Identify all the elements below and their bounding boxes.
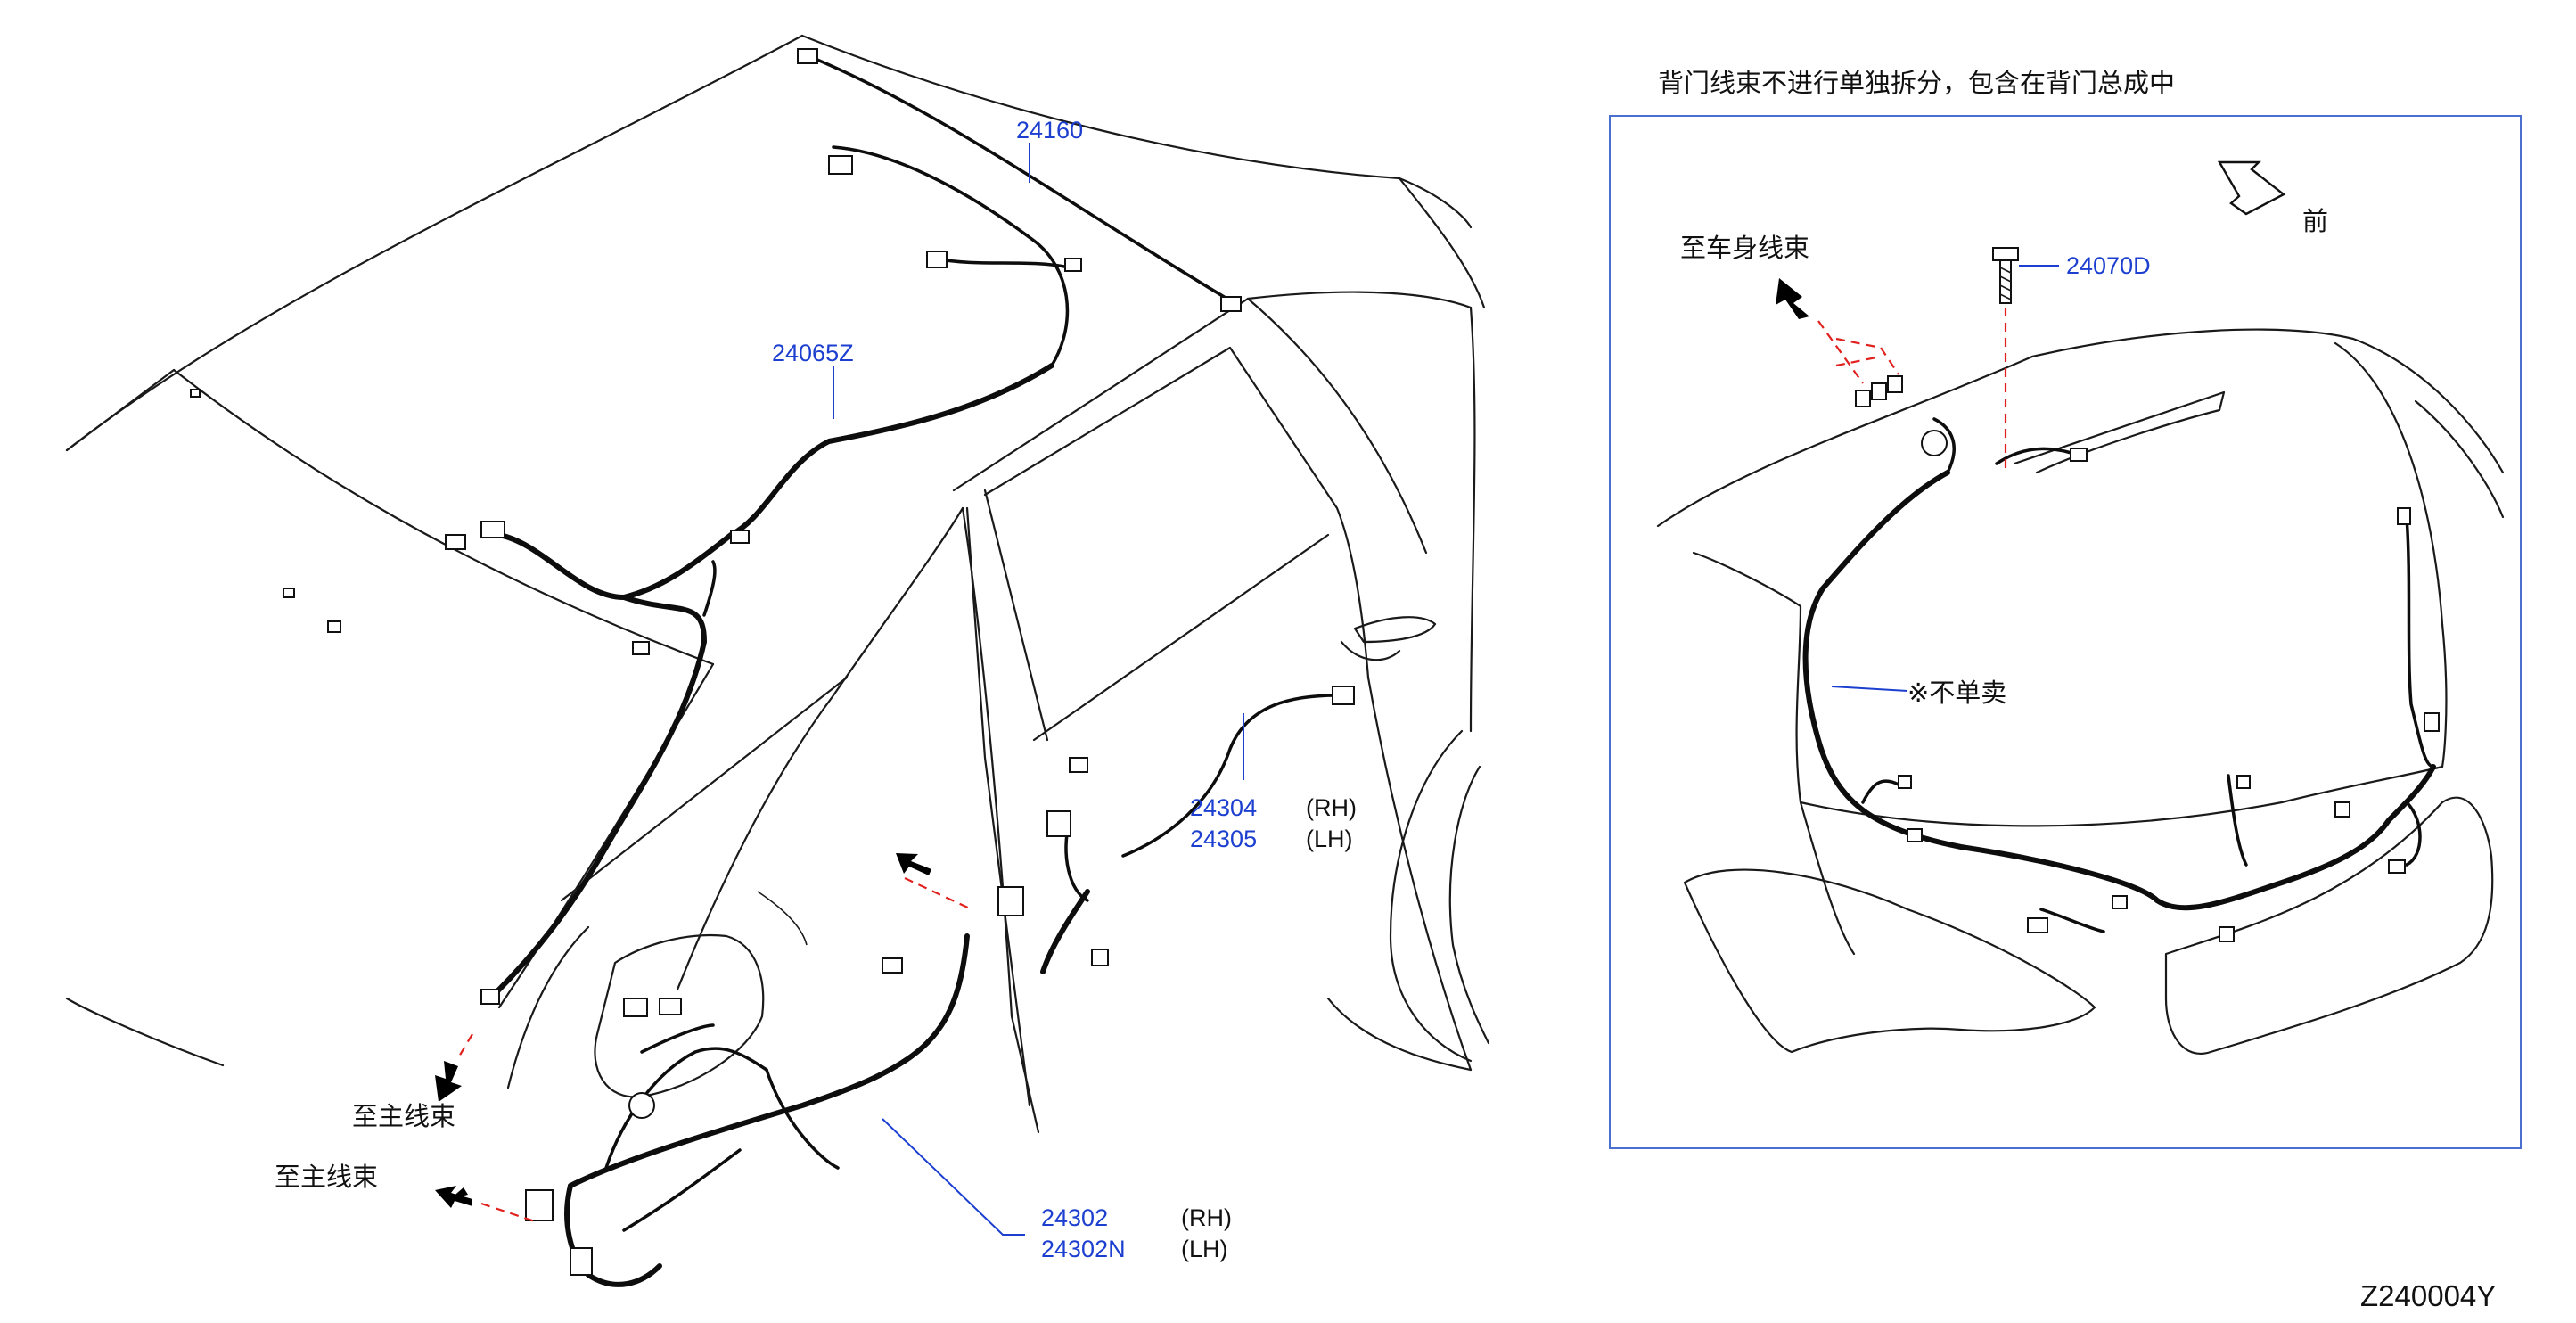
direction-arrows-left xyxy=(435,853,931,1208)
inset-frame xyxy=(1609,115,2522,1149)
arrow-left-icon xyxy=(435,1186,472,1208)
rear-door-harness-24304 xyxy=(1040,686,1355,974)
note-not-sold-separately: ※不单卖 xyxy=(1907,678,2006,708)
note-to-main-harness-lower: 至主线束 xyxy=(275,1162,378,1192)
diagram-code: Z240004Y xyxy=(2360,1279,2496,1312)
callout-24304: 24304 xyxy=(1190,794,1257,821)
roof-harness-24065z xyxy=(445,363,1054,1005)
bolt-24070d xyxy=(1992,247,2019,304)
callout-24305: 24305 xyxy=(1190,826,1257,852)
arrow-upleft-icon xyxy=(896,853,931,875)
callout-24160: 24160 xyxy=(1016,117,1083,144)
front-direction-arrow-icon xyxy=(2217,160,2286,216)
back-door-outline xyxy=(1656,328,2505,1055)
vehicle-body-outline xyxy=(65,34,1490,1134)
arrow-upleft-icon xyxy=(1776,278,1809,319)
inset-title: 背门线束不进行单独拆分，包含在背门总成中 xyxy=(1658,68,2175,98)
back-door-harness xyxy=(1802,375,2440,942)
callout-leaders-right xyxy=(1831,265,2059,692)
side-label-rh-front: (RH) xyxy=(1181,1204,1232,1231)
direction-arrows-right xyxy=(1776,160,2286,319)
callout-24065z: 24065Z xyxy=(772,340,854,366)
arrow-down-icon xyxy=(435,1061,462,1102)
callout-24070d: 24070D xyxy=(2066,252,2151,279)
callout-24302: 24302 xyxy=(1041,1204,1108,1231)
roof-harness-24160 xyxy=(797,48,1242,367)
dashed-guides-right xyxy=(1817,308,2007,468)
note-to-main-harness-upper: 至主线束 xyxy=(352,1101,455,1131)
dashed-guides-left xyxy=(458,877,972,1223)
side-label-lh-front: (LH) xyxy=(1181,1236,1228,1262)
callout-leaders-left xyxy=(833,143,1244,1236)
side-label-lh-rear: (LH) xyxy=(1306,826,1353,852)
callout-24302n: 24302N xyxy=(1041,1236,1126,1262)
note-front: 前 xyxy=(2302,206,2328,236)
front-door-harness-24302 xyxy=(525,886,1024,1287)
side-label-rh-rear: (RH) xyxy=(1306,794,1357,821)
note-to-body-harness: 至车身线束 xyxy=(1680,233,1809,263)
